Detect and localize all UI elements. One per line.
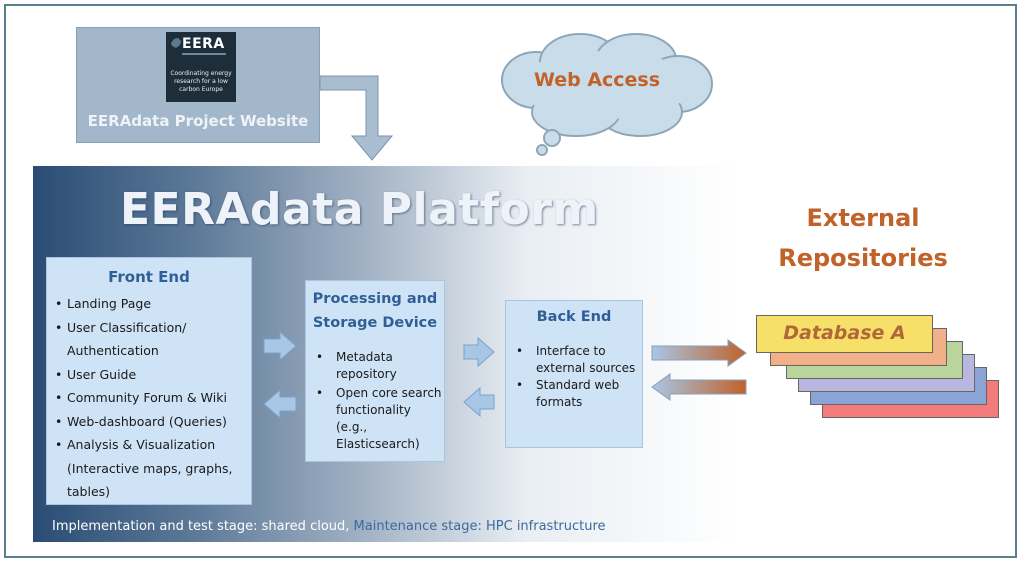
arrow-right-icon: [263, 330, 297, 362]
list-item: •Interface to external sources: [516, 344, 636, 375]
front-end-title: Front End: [108, 268, 190, 286]
list-item: •Web-dashboard (Queries): [55, 413, 227, 429]
eera-logo: EERA Coordinating energy research for a …: [166, 32, 236, 102]
logo-underline: [182, 53, 226, 55]
processing-storage-box[interactable]: Processing and Storage Device •Metadata …: [305, 280, 445, 462]
footnote-maintenance: Maintenance stage: HPC infrastructure: [353, 519, 606, 534]
list-item: •Open core search functionality (e.g., E…: [316, 386, 442, 451]
list-item: •User Guide: [55, 366, 137, 382]
arrow-from-repository-icon: [651, 373, 747, 401]
footnote-implementation: Implementation and test stage: shared cl…: [52, 519, 350, 534]
list-item: •Analysis & Visualization: [55, 437, 216, 452]
back-end-title: Back End: [536, 309, 612, 325]
outer-frame: [4, 4, 1017, 558]
list-item: •Standard web formats: [516, 378, 620, 409]
platform-footnote: Implementation and test stage: shared cl…: [52, 519, 606, 534]
europe-map-icon: [171, 38, 181, 48]
platform-title: EERAdata Platform: [120, 184, 599, 235]
web-access-label: Web Access: [533, 69, 661, 91]
list-item-continuation: Authentication: [67, 343, 159, 358]
logo-tagline: Coordinating energy research for a low c…: [170, 70, 232, 93]
logo-brand: EERA: [182, 36, 225, 52]
web-access-cloud-icon: [501, 33, 713, 156]
arrow-right-icon: [463, 336, 495, 368]
external-repositories-title: External Repositories: [778, 204, 948, 272]
list-item-continuation: tables): [67, 484, 111, 499]
list-item: •User Classification/: [55, 319, 187, 335]
list-item: •Landing Page: [55, 296, 152, 311]
processing-list: •Metadata repository •Open core search f…: [306, 349, 444, 453]
database-a-label: Database A: [783, 322, 906, 344]
back-end-list: •Interface to external sources •Standard…: [506, 343, 642, 411]
processing-title: Processing and Storage Device: [312, 291, 438, 331]
website-title: EERAdata Project Website: [87, 112, 309, 130]
database-a-card[interactable]: Database A: [756, 315, 933, 353]
back-end-box[interactable]: Back End •Interface to external sources …: [505, 300, 643, 448]
front-end-list: •Landing Page •User Classification/ Auth…: [47, 292, 251, 504]
list-item: •Community Forum & Wiki: [55, 390, 227, 405]
list-item: •Metadata repository: [316, 350, 397, 381]
arrow-left-icon: [263, 388, 297, 420]
arrow-to-repository-icon: [651, 339, 747, 367]
arrow-left-icon: [463, 386, 495, 418]
website-to-platform-arrow-icon: [319, 75, 394, 161]
list-item-continuation: (Interactive maps, graphs,: [67, 460, 233, 476]
front-end-box[interactable]: Front End •Landing Page •User Classifica…: [46, 257, 252, 505]
